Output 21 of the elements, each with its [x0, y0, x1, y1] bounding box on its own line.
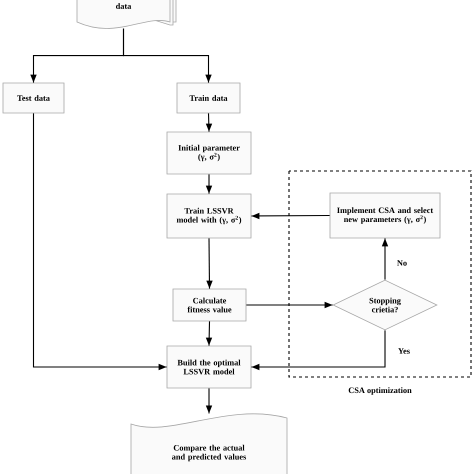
- arrow: [206, 238, 213, 289]
- arrow: [251, 212, 330, 220]
- process-box: Train data: [176, 82, 240, 114]
- edge-label: No: [397, 260, 407, 266]
- process-box: Calculate fitness value: [172, 288, 246, 322]
- process-box: Build the optimal LSSVR model: [166, 346, 252, 388]
- arrow: [32, 113, 167, 370]
- arrow: [382, 238, 388, 280]
- arrow: [251, 330, 386, 370]
- process-box: Initial parameter (γ, σ$^{2}$): [166, 132, 252, 174]
- process-box: Implement CSA and select new parameters (γ, σ$^{2}$): [330, 192, 440, 238]
- arrow: [206, 174, 212, 194]
- process-box: Train LSSVR model with (γ, σ$^{2}$): [166, 194, 252, 238]
- arrow: [206, 113, 212, 132]
- arrow: [206, 388, 212, 414]
- node-label: CSA optimization: [348, 387, 412, 395]
- arrow: [246, 302, 333, 308]
- edge-label: Yes: [398, 348, 410, 354]
- process-box: Test data: [2, 82, 64, 114]
- arrow: [206, 321, 212, 346]
- arrow: [122, 28, 212, 83]
